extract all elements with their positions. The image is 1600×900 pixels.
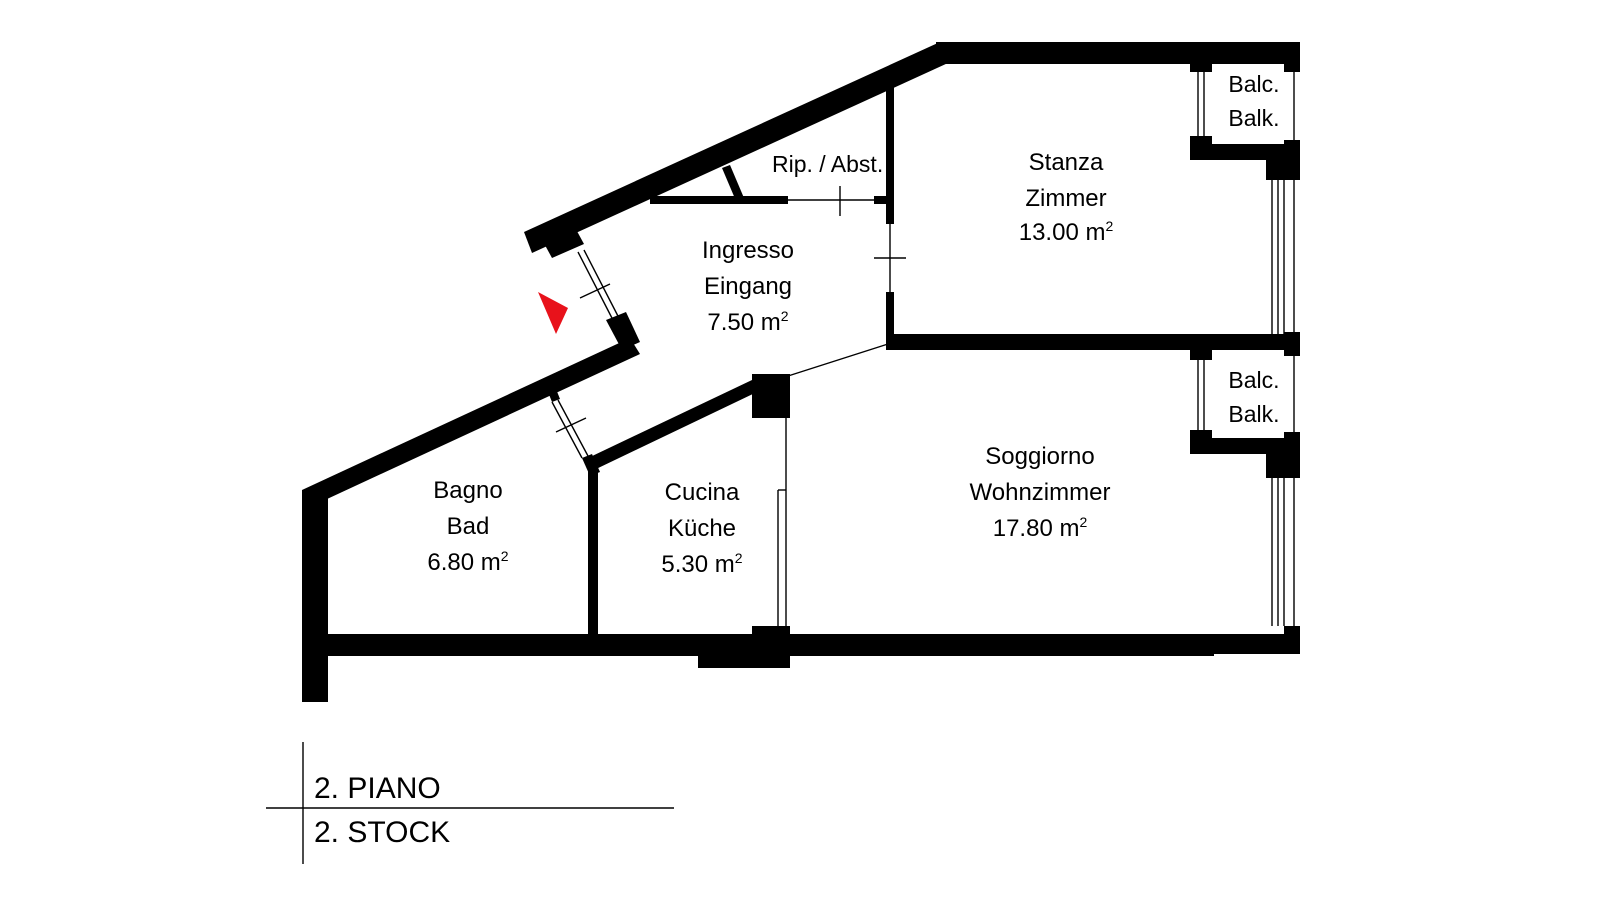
- bathroom-name-it: Bagno: [433, 477, 502, 504]
- wall-upper-diagonal: [524, 42, 948, 253]
- floor-legend: 2. PIANO 2. STOCK: [266, 742, 674, 864]
- entrance-door-mark: [579, 283, 611, 299]
- wall-bath-jamb-small: [582, 454, 600, 476]
- wall-right-top: [1284, 42, 1300, 72]
- bath-door-right-edge: [557, 399, 589, 457]
- wall-bath-kitchen: [588, 466, 598, 638]
- bath-door-mark: [555, 417, 587, 433]
- bedroom-name-it: Stanza: [1029, 149, 1104, 176]
- balcony-bottom-name-it: Balc.: [1228, 367, 1279, 393]
- wall-bath-door-jamb: [548, 389, 560, 402]
- wall-kitchen-pillar: [752, 374, 790, 418]
- entrance-door-right-edge: [583, 249, 621, 321]
- wall-storage-brace: [722, 165, 744, 201]
- bathroom-area: 6.80 m2: [427, 548, 508, 576]
- wall-bottom-pillar: [752, 626, 790, 642]
- wall-jamb-upper: [540, 222, 584, 258]
- legend-floor-de: 2. STOCK: [314, 816, 450, 849]
- wall-bottom-right: [1210, 634, 1300, 654]
- kitchen-area: 5.30 m2: [661, 550, 742, 578]
- wall-lower-diagonal: [302, 338, 640, 506]
- wall-kitchen-diagonal: [588, 380, 757, 470]
- wall-storage-bottom: [650, 196, 788, 204]
- balcony-top-pillar: [1266, 144, 1300, 180]
- living-name-de: Wohnzimmer: [970, 479, 1111, 506]
- balcony-bottom-name-de: Balk.: [1228, 401, 1279, 427]
- storage-label: Rip. / Abst.: [772, 151, 883, 177]
- kitchen-name-it: Cucina: [665, 479, 740, 506]
- walls: [302, 42, 1300, 702]
- legend-floor-it: 2. PIANO: [314, 772, 441, 805]
- entrance-name-de: Eingang: [704, 273, 792, 300]
- living-name-it: Soggiorno: [985, 443, 1094, 470]
- bedroom-area: 13.00 m2: [1019, 218, 1114, 246]
- wall-left: [302, 490, 328, 702]
- passage-line: [787, 343, 889, 377]
- entrance-name-it: Ingresso: [702, 237, 794, 264]
- entrance-arrow-icon: [538, 292, 568, 334]
- wall-storage-jamb: [874, 196, 894, 204]
- balcony-top-name-it: Balc.: [1228, 71, 1279, 97]
- wall-bedroom-left-lower: [886, 292, 894, 342]
- kitchen-name-de: Küche: [668, 515, 736, 542]
- fixtures: [551, 72, 1295, 626]
- balcony-top-name-de: Balk.: [1228, 105, 1279, 131]
- entrance-door-left-edge: [577, 251, 615, 323]
- bathroom-name-de: Bad: [447, 513, 490, 540]
- wall-bedroom-left-upper: [886, 82, 894, 224]
- bath-door-left-edge: [551, 401, 583, 459]
- wall-bottom-thick: [698, 642, 790, 668]
- entrance-area: 7.50 m2: [707, 308, 788, 336]
- room-labels: Rip. / Abst. Ingresso Eingang 7.50 m2 St…: [427, 71, 1279, 578]
- balcony-top-wall-upper: [1190, 62, 1212, 72]
- wall-top: [936, 42, 1300, 64]
- wall-bedroom-living: [886, 334, 1300, 350]
- bedroom-name-de: Zimmer: [1025, 185, 1106, 212]
- balcony-bottom-pillar: [1266, 438, 1300, 478]
- balcony-bottom-wall-upper: [1190, 350, 1212, 360]
- living-area: 17.80 m2: [993, 514, 1088, 542]
